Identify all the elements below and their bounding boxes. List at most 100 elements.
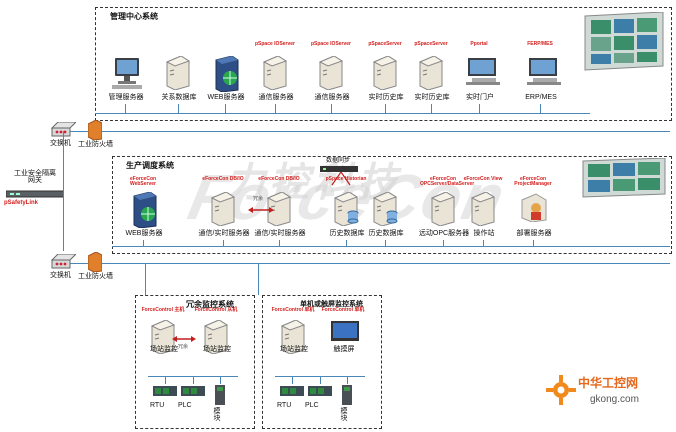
production-node-2-icon[interactable] bbox=[210, 191, 236, 231]
management-node-8-label: 实时门户 bbox=[466, 94, 494, 101]
management-node-6-tag: pSpaceServer bbox=[368, 41, 402, 47]
field-right-3-icon[interactable] bbox=[341, 384, 353, 411]
field-right-3-drop bbox=[347, 376, 348, 384]
management-node-9-label: ERP/MES bbox=[525, 94, 557, 101]
site-logo-text: 中华工控网 bbox=[578, 376, 639, 390]
gateway-icon[interactable] bbox=[6, 190, 64, 198]
production-node-5-label: 历史数据库 bbox=[368, 230, 404, 237]
production-node-6-icon[interactable] bbox=[430, 191, 456, 231]
watermark-cn: 力控科技 bbox=[225, 161, 401, 205]
production-node-2-tag: eForceCon DB/IO bbox=[202, 176, 244, 182]
field-left-3-icon[interactable] bbox=[214, 384, 226, 411]
management-bus bbox=[95, 113, 590, 114]
management-node-2-drop bbox=[178, 104, 179, 113]
production-node-2-drop bbox=[223, 240, 224, 246]
field-right-2-icon[interactable] bbox=[307, 384, 333, 403]
firewall-top-icon[interactable] bbox=[88, 120, 102, 140]
production-node-1-icon[interactable] bbox=[130, 191, 160, 233]
field-left-2-label: PLC bbox=[178, 402, 192, 409]
production-node-4-icon[interactable] bbox=[333, 191, 359, 231]
management-node-5-label: 通信服务器 bbox=[314, 94, 350, 101]
production-title: 生产调度系统 bbox=[126, 161, 174, 170]
standalone-node-2-icon[interactable] bbox=[330, 320, 360, 349]
management-node-5-tag: pSpace IOServer bbox=[310, 41, 352, 47]
production-node-8-icon[interactable] bbox=[520, 192, 548, 227]
field-right-3-label: 模块 bbox=[340, 408, 348, 423]
redundancy-arrow-icon bbox=[248, 207, 274, 213]
site-logo-icon bbox=[546, 375, 576, 405]
management-node-9-tag: FERP/MES bbox=[527, 41, 553, 47]
management-node-7-icon[interactable] bbox=[418, 55, 444, 95]
management-node-4-tag: pSpace IOServer bbox=[254, 41, 296, 47]
production-node-3-drop bbox=[279, 240, 280, 246]
production-section bbox=[112, 156, 672, 254]
redundant-node-2-icon[interactable] bbox=[203, 319, 229, 359]
production-node-7-label: 操作站 bbox=[473, 230, 495, 237]
management-node-1-label: 管理服务器 bbox=[108, 94, 144, 101]
management-node-9-icon[interactable] bbox=[527, 56, 561, 91]
management-node-6-label: 实时历史库 bbox=[368, 94, 404, 101]
management-node-9-drop bbox=[540, 104, 541, 113]
field-left-1-icon[interactable] bbox=[152, 384, 178, 403]
gateway-product: pSafetyLink bbox=[4, 200, 39, 206]
switch-bottom-icon[interactable] bbox=[50, 254, 76, 270]
redundant-link-text: 冗余 bbox=[178, 344, 189, 350]
production-node-6-label: 远动OPC服务器 bbox=[418, 230, 470, 237]
management-node-1-icon[interactable] bbox=[112, 56, 142, 95]
site-url[interactable]: gkong.com bbox=[590, 394, 639, 405]
production-monitor-wall-icon bbox=[582, 158, 666, 198]
field-bus-left bbox=[148, 376, 238, 377]
standalone-node-1-icon[interactable] bbox=[280, 319, 306, 359]
redundant-arrow-icon bbox=[172, 336, 196, 342]
standalone-node-1-tag: ForceControl 单机 bbox=[271, 307, 315, 313]
field-left-3-label: 模块 bbox=[213, 408, 221, 423]
production-node-8-tag: eForceCon ProjectManager bbox=[514, 176, 552, 188]
field-right-1-icon[interactable] bbox=[279, 384, 305, 403]
production-node-6-tag: eForceCon OPCServer/DataServer bbox=[420, 176, 475, 188]
management-node-2-icon[interactable] bbox=[165, 55, 191, 95]
firewall-bottom-label: 工业防火墙 bbox=[78, 273, 113, 280]
field-left-2-icon[interactable] bbox=[180, 384, 206, 403]
switch-bottom-label: 交换机 bbox=[50, 272, 71, 279]
management-node-8-icon[interactable] bbox=[466, 56, 500, 91]
field-right-1-label: RTU bbox=[277, 402, 292, 409]
management-section bbox=[95, 7, 672, 121]
production-node-7-icon[interactable] bbox=[470, 191, 496, 231]
management-node-6-icon[interactable] bbox=[372, 55, 398, 95]
standalone-title: 单机或触屏监控系统 bbox=[300, 301, 363, 308]
management-title: 管理中心系统 bbox=[110, 12, 158, 21]
drop-standalone bbox=[258, 263, 259, 295]
management-node-7-drop bbox=[431, 104, 432, 113]
production-node-8-label: 部署服务器 bbox=[516, 230, 552, 237]
field-left-2-drop bbox=[193, 376, 194, 384]
redundant-title: 冗余监控系统 bbox=[186, 300, 234, 309]
management-node-4-icon[interactable] bbox=[262, 55, 288, 95]
production-node-5-icon[interactable] bbox=[372, 191, 398, 231]
production-bus bbox=[112, 246, 670, 247]
management-node-6-drop bbox=[385, 104, 386, 113]
production-node-1-drop bbox=[143, 240, 144, 246]
redundant-node-1-icon[interactable] bbox=[150, 319, 176, 359]
management-node-7-tag: pSpaceServer bbox=[414, 41, 448, 47]
management-node-3-icon[interactable] bbox=[212, 55, 242, 97]
field-left-3-drop bbox=[220, 376, 221, 384]
field-left-1-label: RTU bbox=[150, 402, 165, 409]
production-node-3-icon[interactable] bbox=[266, 191, 292, 231]
production-node-5-drop bbox=[385, 240, 386, 246]
management-node-3-label: WEB服务器 bbox=[207, 94, 245, 101]
redundant-node-1-label: 场站监控 bbox=[150, 346, 178, 353]
management-node-5-drop bbox=[331, 104, 332, 113]
firewall-bottom-icon[interactable] bbox=[88, 252, 102, 272]
management-node-5-icon[interactable] bbox=[318, 55, 344, 95]
management-node-3-drop bbox=[225, 104, 226, 113]
switch-top-label: 交换机 bbox=[50, 140, 71, 147]
drop-redundant bbox=[145, 263, 146, 295]
standalone-node-2-tag: ForceControl 单机 bbox=[321, 307, 365, 313]
field-right-2-drop bbox=[320, 376, 321, 384]
switch-top-icon[interactable] bbox=[50, 122, 76, 138]
production-node-2-label: 通信/实时服务器 bbox=[198, 230, 250, 237]
firewall-top-label: 工业防火墙 bbox=[78, 141, 113, 148]
gateway-uplink bbox=[63, 131, 64, 251]
redundant-node-2-tag: ForceControl 从机 bbox=[194, 307, 238, 313]
sync-label: 数据同步 bbox=[326, 158, 351, 164]
